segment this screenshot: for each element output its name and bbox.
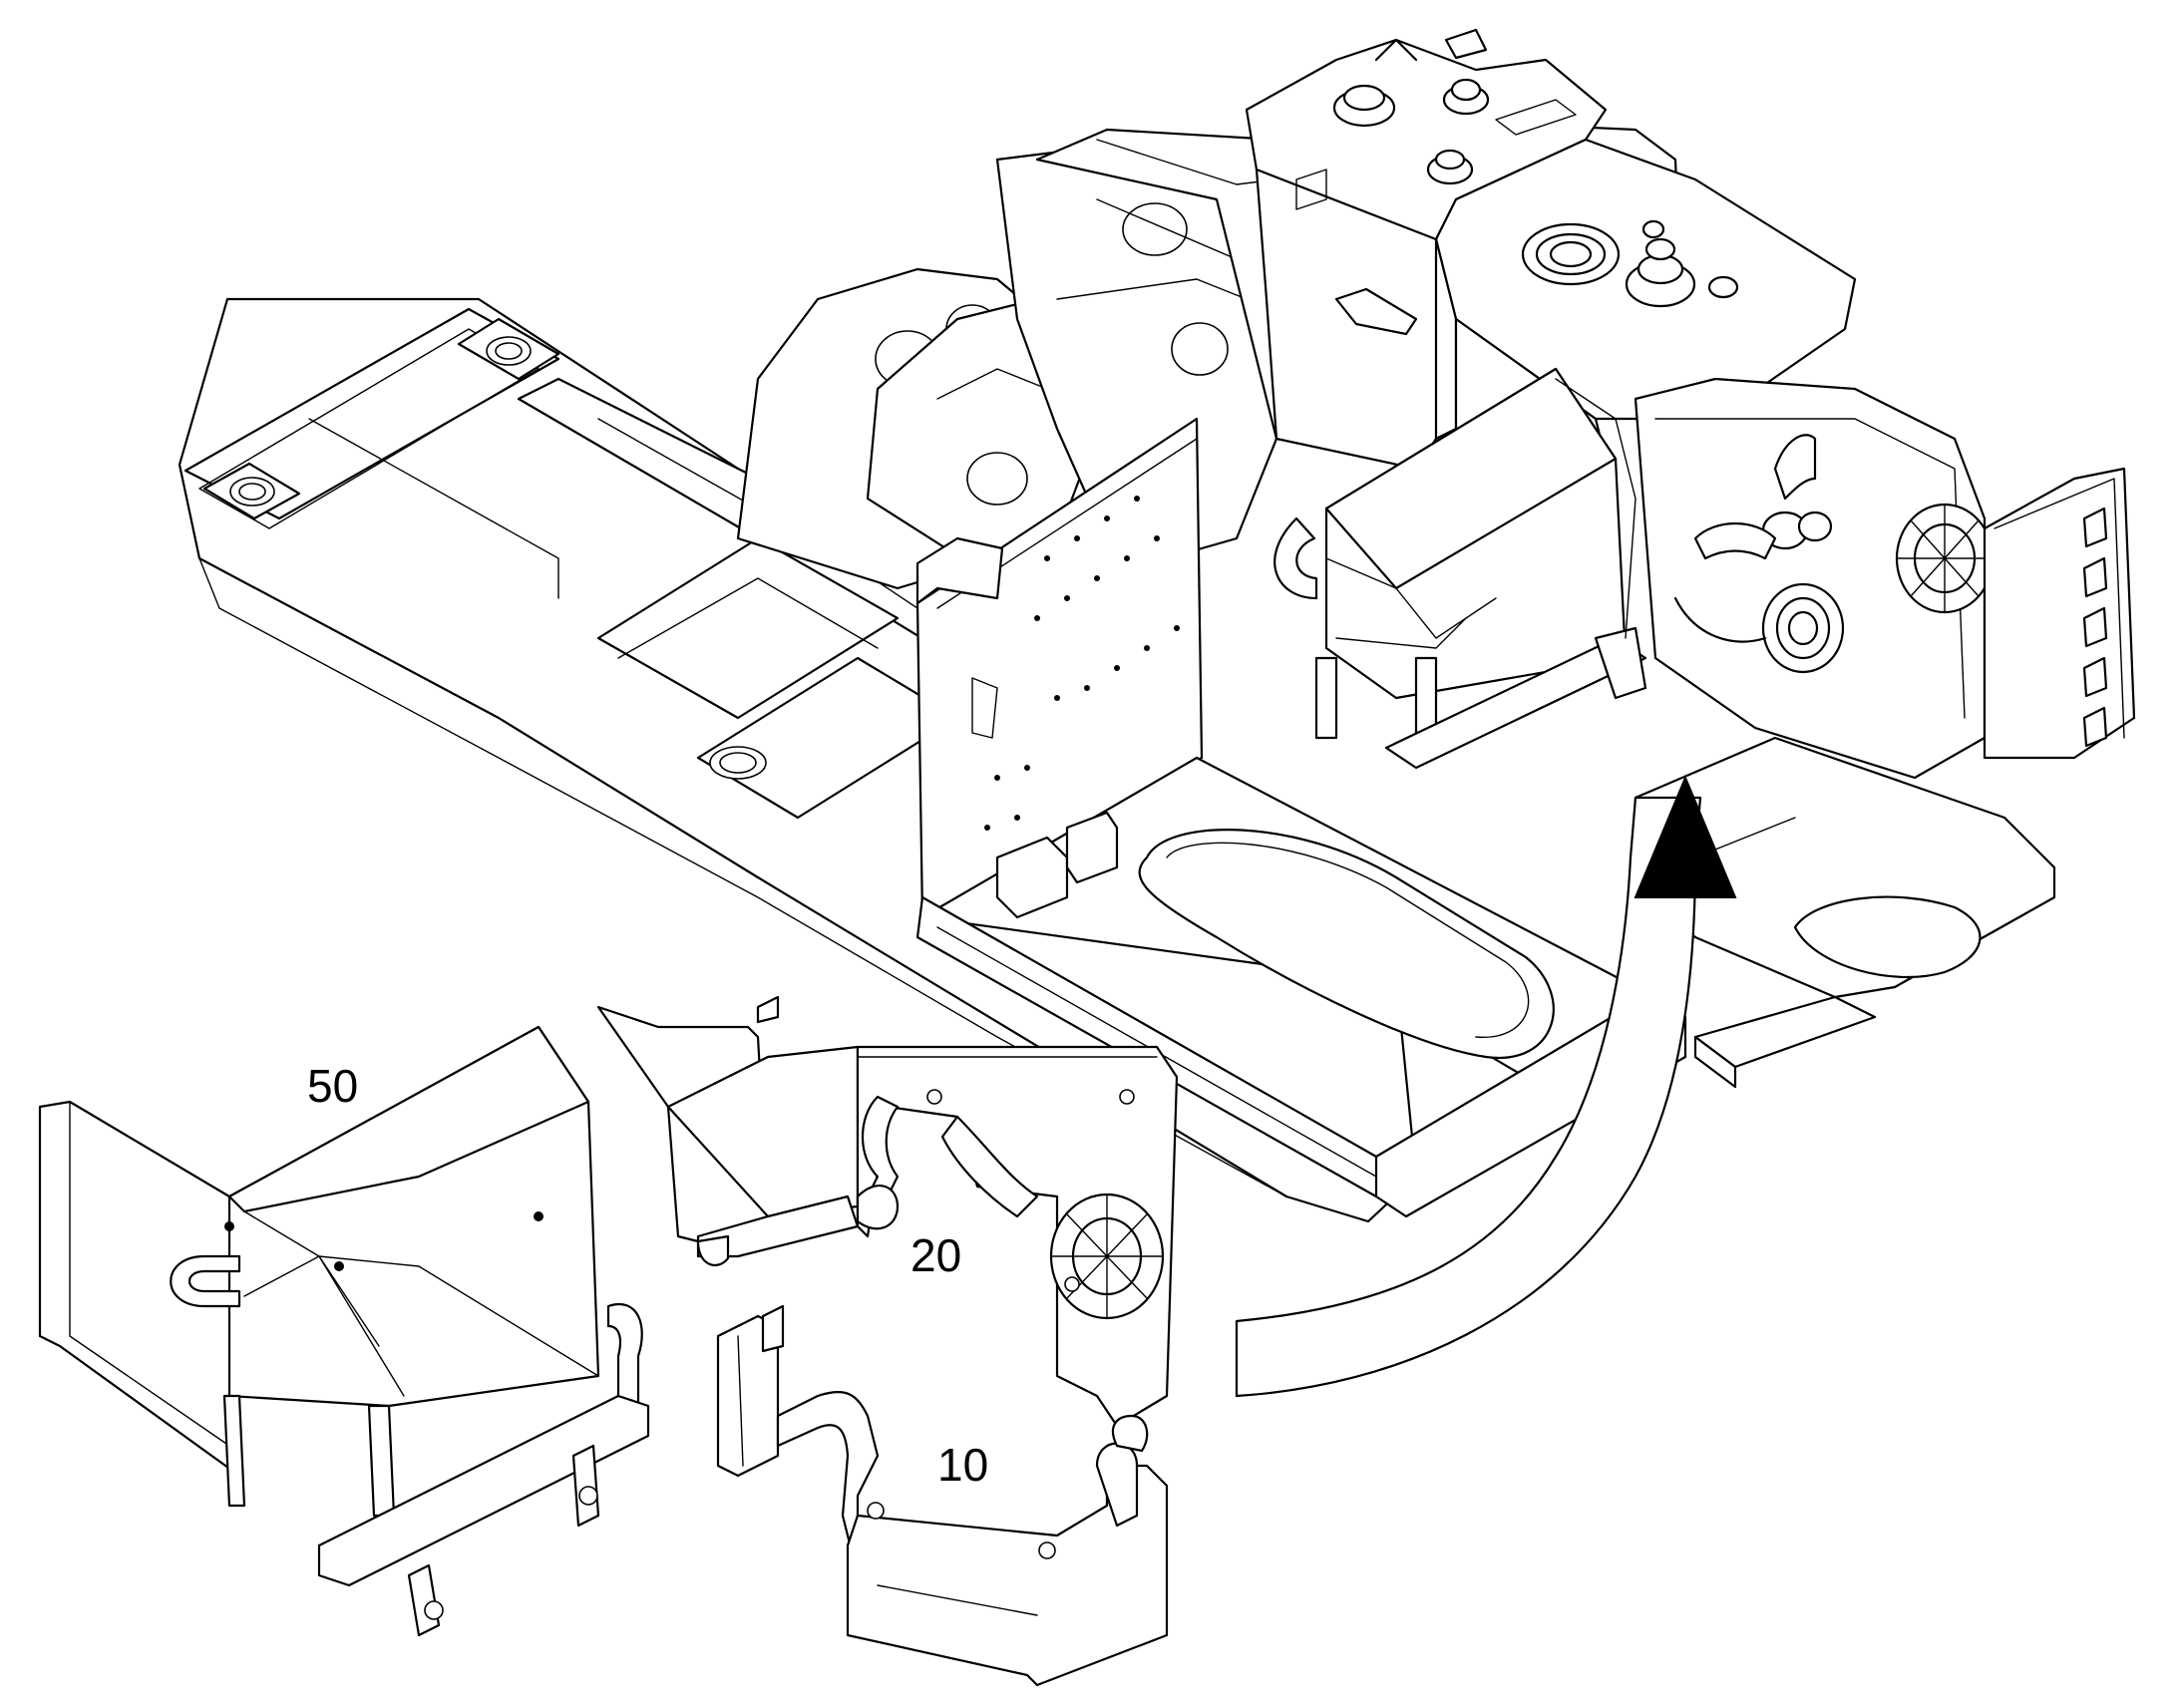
mount-direction-arrow [1235,775,1737,1398]
part-10-hose-bracket: 10 [716,1304,1169,1687]
callout-50: 50 [307,1060,358,1112]
filler-cap-left [1332,84,1396,128]
filler-cap-lower [1426,149,1474,185]
breather-valve [1625,219,1696,308]
part-50-radiator-shroud: 50 [38,1025,650,1637]
main-frame-assembly [178,28,2136,1398]
callout-10: 10 [937,1439,988,1491]
part-20-fan-shroud: 20 [596,995,1179,1428]
filler-cap-round [1521,222,1621,286]
callout-20: 20 [910,1229,961,1281]
loose-fan [1049,1193,1165,1320]
installed-fan [1895,503,1995,614]
panel-bolt-holes [984,496,1180,831]
filler-cap-center [1442,78,1490,116]
installed-flange [1761,582,1845,674]
